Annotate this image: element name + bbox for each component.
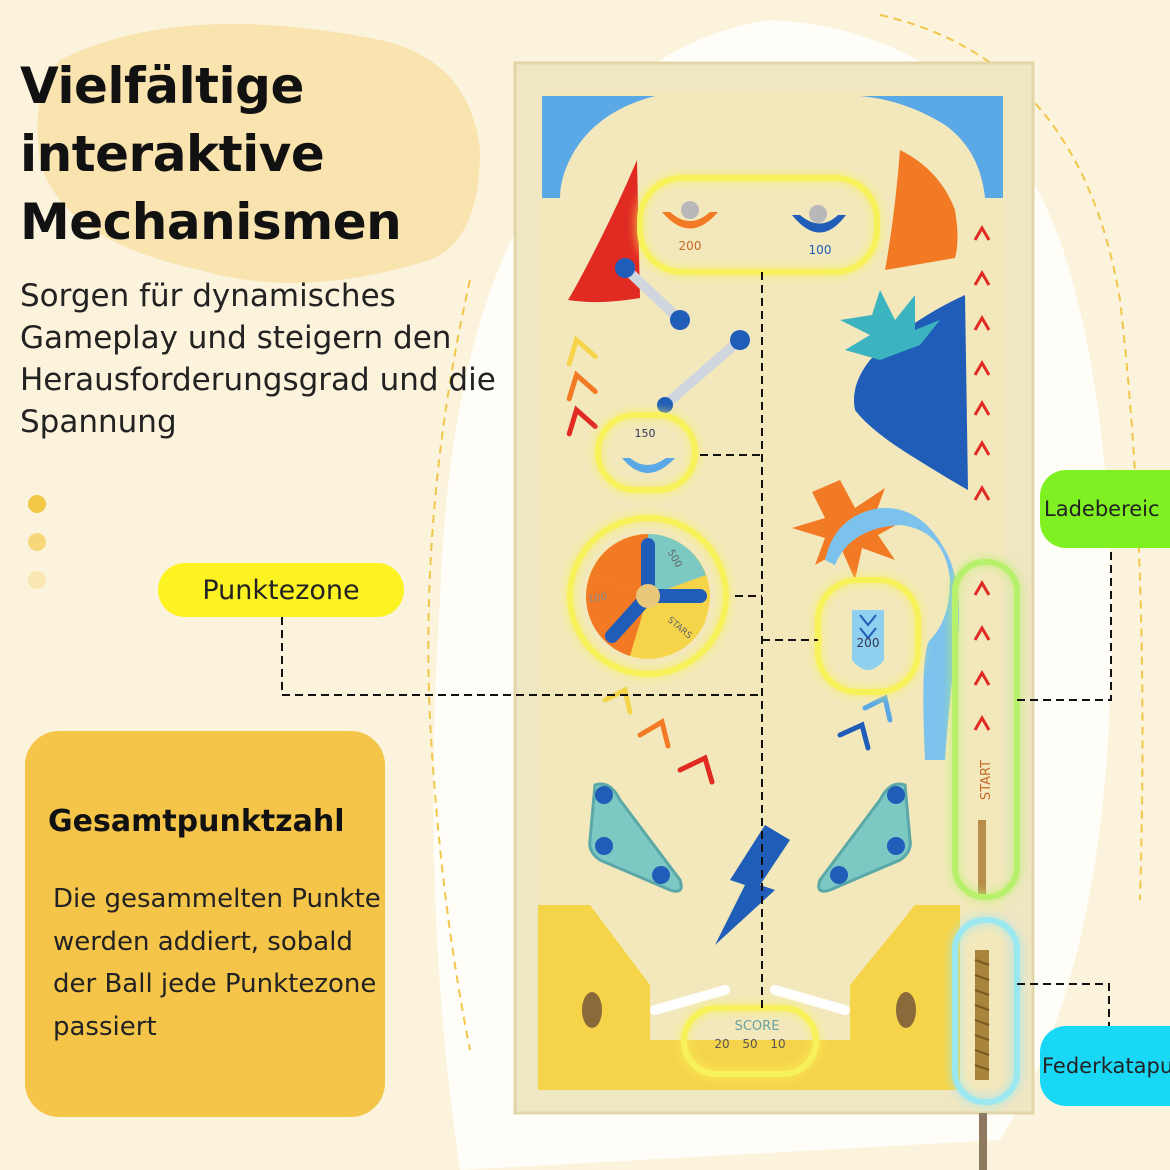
highlight-top-cups (637, 175, 880, 275)
orange-flipper (885, 150, 958, 270)
title-line-2: interaktive (20, 125, 325, 183)
ball-left (681, 201, 699, 219)
cup-mid (622, 458, 675, 473)
lane-arrows (973, 225, 991, 731)
scoreboard-value-3: 10 (770, 1037, 785, 1051)
scoreboard-title: SCORE (735, 1019, 780, 1034)
lane-label: START (979, 760, 994, 800)
card-body: Die gesammelten Punkte werden addiert, s… (53, 884, 381, 1042)
title-line-1: Vielfältige (20, 57, 304, 115)
decor-dot-1 (28, 495, 46, 513)
callout-federkatapult: Federkatapu (1040, 1026, 1170, 1106)
post-link-1 (620, 263, 685, 325)
plunger-rod (978, 820, 986, 895)
page-title: Vielfältige interaktive Mechanismen (20, 52, 520, 256)
highlight-spinner (567, 515, 729, 677)
title-line-3: Mechanismen (20, 193, 402, 251)
spinner-score-left: 100 (587, 591, 608, 605)
flipper-right-bottom (770, 985, 850, 1015)
tube-score: 200 (857, 636, 880, 650)
lightning-bolt (715, 825, 790, 945)
cup-right (792, 215, 846, 233)
connector-ladebereich (1017, 548, 1112, 701)
slingshot-left (588, 782, 683, 893)
teal-burst (840, 290, 940, 360)
blue-triangle-bumper (854, 295, 968, 490)
subtitle-text: Sorgen für dynamisches Gameplay und stei… (20, 278, 496, 440)
ball-right (809, 205, 827, 223)
decor-dot-2 (28, 533, 46, 551)
corner-piece-left (542, 96, 655, 198)
scoreboard-value-1: 20 (714, 1037, 729, 1051)
highlight-spring-launcher (952, 917, 1020, 1105)
chevrons-left (566, 335, 715, 785)
cup-right-score: 100 (809, 243, 832, 257)
cup-left-score: 200 (679, 239, 702, 253)
cup-left (662, 212, 718, 229)
cup-mid-score: 150 (635, 427, 656, 440)
blue-ramp (825, 507, 959, 760)
dashed-arc-left (427, 279, 471, 1051)
card-title: Gesamtpunktzahl (48, 804, 345, 839)
flipper-left-bottom (650, 985, 730, 1015)
callout-punktezone: Punktezone (158, 563, 404, 617)
corner-piece-right (860, 96, 1003, 198)
connector-federkatapult (1017, 983, 1110, 1026)
flipper-knob-right (896, 992, 916, 1028)
post-link-2 (660, 335, 745, 410)
scoreboard-value-2: 50 (742, 1037, 757, 1051)
connector-punktezone (281, 617, 762, 696)
plunger-handle (979, 1113, 987, 1170)
highlight-tube (815, 577, 921, 695)
callout-ladebereich: Ladebereic (1040, 470, 1170, 548)
highlight-scoreboard (681, 1005, 819, 1077)
highlight-mid-cup (595, 412, 698, 493)
plunger-spring (975, 950, 989, 1080)
flipper-knob-left (582, 992, 602, 1028)
chevrons-right (837, 694, 893, 751)
score-info-card (25, 731, 385, 1117)
highlight-loading-lane (952, 559, 1020, 900)
yellow-blob (37, 24, 480, 283)
tube-lane (852, 610, 884, 670)
decor-dot-3 (28, 571, 46, 589)
slingshot-right (817, 782, 912, 893)
